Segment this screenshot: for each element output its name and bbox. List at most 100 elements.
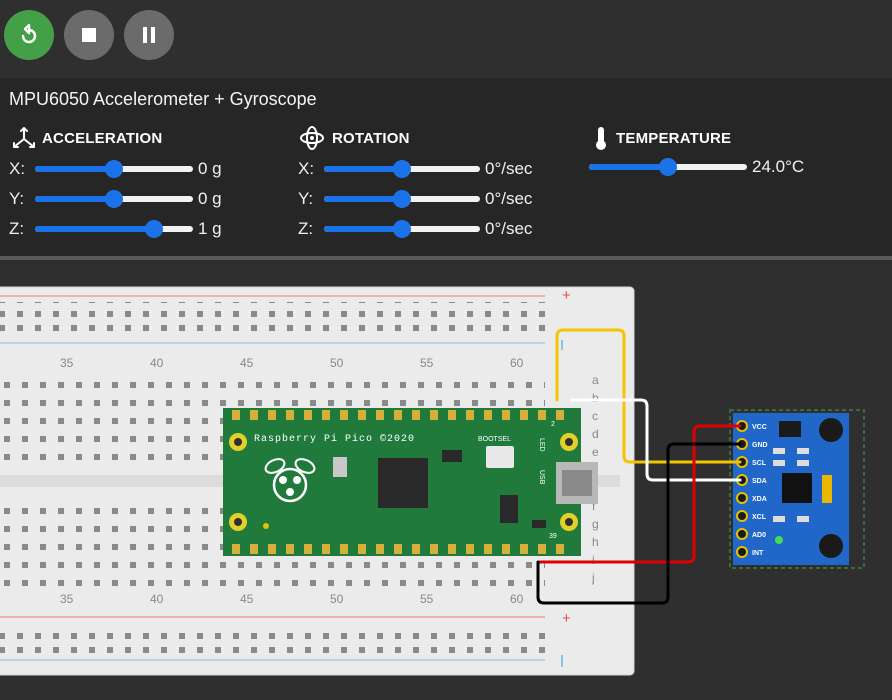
row-letter: j [591,571,595,585]
column-number: 40 [150,592,164,606]
accel-x-slider[interactable] [35,159,193,179]
restart-icon [21,23,37,44]
pin-label: GND [752,442,768,449]
temperature-slider[interactable] [589,157,747,177]
column-numbers-top: 35 40 45 50 55 60 [60,356,524,370]
column-number: 60 [510,592,524,606]
accel-y-row: Y: 0 g [9,189,222,209]
thermometer-icon [596,127,606,150]
slider-thumb[interactable] [105,190,123,208]
accel-y-slider[interactable] [35,189,193,209]
rotation-y-value: 0°/sec [485,189,533,208]
slider-thumb[interactable] [393,220,411,238]
slider-thumb[interactable] [393,190,411,208]
rotation-x-value: 0°/sec [485,159,533,178]
row-letter: d [592,427,599,441]
rotation-z-slider[interactable] [324,219,480,239]
pin-2-label: 2 [551,421,555,428]
rotation-z-value: 0°/sec [485,219,533,238]
temperature-section: TEMPERATURE [590,126,731,150]
simulation-toolbar [0,0,892,78]
axis-label: Z: [298,219,314,238]
axis-label: X: [9,159,26,178]
plus-sign: + [562,287,571,304]
column-number: 45 [240,592,254,606]
axis-label: Y: [298,189,314,208]
circuit-canvas[interactable]: + + 35 40 45 50 55 60 35 40 45 50 55 60 … [0,260,892,700]
rotation-heading: ROTATION [332,129,410,147]
row-letter: i [592,553,595,567]
plus-sign: + [562,610,571,627]
usb-label: USB [538,470,545,485]
axis-label: Y: [9,189,25,208]
restart-button[interactable] [4,10,54,60]
accel-y-value: 0 g [198,189,222,208]
column-number: 55 [420,356,434,370]
column-number: 35 [60,592,74,606]
pin-label: XCL [752,514,767,521]
column-number: 50 [330,356,344,370]
rotation-z-row: Z: 0°/sec [298,219,532,239]
accel-z-value: 1 g [198,219,222,238]
raspberry-logo-icon [264,458,316,503]
row-letter: f [592,499,596,513]
gyroscope-icon [300,126,324,150]
wire-red[interactable] [538,424,742,564]
accel-z-slider[interactable] [35,219,193,239]
column-number: 35 [60,356,74,370]
temperature-value: 24.0°C [752,157,805,176]
slider-thumb[interactable] [105,160,123,178]
pin-label: SDA [752,478,767,485]
mpu6050-control-panel: MPU6050 Accelerometer + Gyroscope ACCELE… [0,78,892,258]
column-number: 40 [150,356,164,370]
temperature-row: 24.0°C [589,157,804,177]
pin-label: INT [752,550,764,557]
row-letter: g [592,517,599,531]
rotation-x-slider[interactable] [324,159,480,179]
pin-label: AD0 [752,532,766,539]
column-number: 45 [240,356,254,370]
pico-label: Raspberry Pi Pico ©2020 [254,433,415,445]
rotation-x-row: X: 0°/sec [298,159,532,179]
row-letter: c [592,409,598,423]
axis-label: Z: [9,219,25,238]
row-letter: b [592,391,599,405]
axes-icon [13,127,35,148]
rotation-y-slider[interactable] [324,189,480,209]
pin-label: SCL [752,460,767,467]
bootsel-label: BOOTSEL [478,436,511,443]
axis-label: X: [298,159,315,178]
raspberry-pi-pico[interactable]: Raspberry Pi Pico ©2020 BOOTSEL LED USB … [223,408,598,556]
accel-x-value: 0 g [198,159,222,178]
rotation-y-row: Y: 0°/sec [298,189,532,209]
stop-icon [82,28,96,42]
pin-39-label: 39 [549,533,557,540]
column-number: 55 [420,592,434,606]
mpu6050-module[interactable]: VCC GND SCL SDA XDA XCL AD0 INT [729,409,865,569]
wire-white[interactable] [570,398,742,482]
slider-thumb[interactable] [144,220,163,238]
column-number: 60 [510,356,524,370]
pin-label: XDA [752,496,767,503]
accel-x-row: X: 0 g [9,159,222,179]
pause-icon [143,27,155,43]
stop-button[interactable] [64,10,114,60]
panel-title: MPU6050 Accelerometer + Gyroscope [9,89,317,109]
row-letters: a b c d e f g h i j [591,373,599,585]
pin-label: VCC [752,424,767,431]
column-number: 50 [330,592,344,606]
led-label: LED [538,438,545,452]
column-numbers-bottom: 35 40 45 50 55 60 [60,592,524,606]
accel-z-row: Z: 1 g [9,219,222,239]
row-letter: e [592,445,599,459]
rotation-section: ROTATION [298,126,410,150]
row-letter: h [592,535,599,549]
row-letter: a [592,373,599,387]
pause-button[interactable] [124,10,174,60]
acceleration-heading: ACCELERATION [42,129,163,147]
wire-yellow[interactable] [555,328,742,464]
slider-thumb[interactable] [659,158,677,176]
temperature-heading: TEMPERATURE [616,129,732,147]
slider-thumb[interactable] [393,160,411,178]
wire-black[interactable] [536,442,742,605]
